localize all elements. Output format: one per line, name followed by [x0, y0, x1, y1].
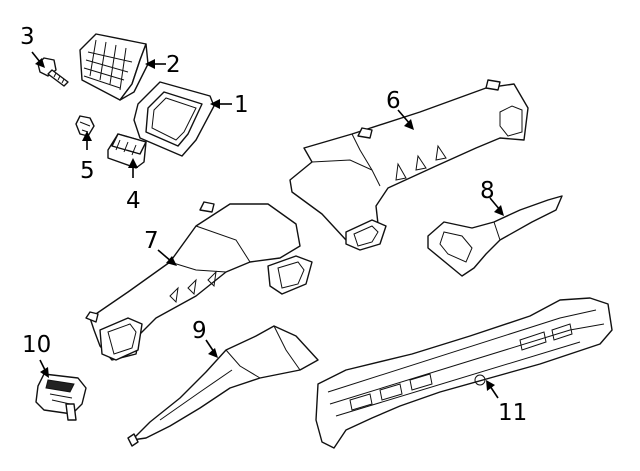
part-8-small-duct [427, 195, 563, 277]
part-7-duct [85, 201, 313, 361]
arrow-3 [35, 58, 45, 68]
arrow-8 [494, 205, 504, 216]
callout-11: 11 [498, 400, 527, 426]
arrow-4 [128, 158, 138, 168]
part-4-connector [107, 133, 147, 169]
callout-10: 10 [22, 332, 51, 358]
callout-3: 3 [20, 24, 35, 50]
arrow-5 [82, 131, 92, 141]
part-11-dash-panel [315, 297, 613, 449]
leader-lines [31, 51, 504, 399]
arrow-6 [404, 119, 414, 130]
callout-2: 2 [166, 52, 181, 78]
callout-labels: 1 2 3 4 5 6 7 8 9 10 11 [20, 24, 527, 426]
leader-11 [489, 385, 499, 399]
arrow-2 [145, 59, 155, 69]
callout-4: 4 [126, 188, 141, 214]
arrow-9 [208, 348, 218, 358]
callout-5: 5 [80, 158, 95, 184]
part-10-module [35, 373, 87, 421]
leader-3 [31, 51, 41, 63]
arrow-1 [210, 99, 220, 109]
callout-1: 1 [234, 92, 249, 118]
part-9-long-duct [127, 325, 319, 447]
callout-7: 7 [144, 228, 159, 254]
part-2-vent-grille [79, 33, 149, 101]
part-5-clip [75, 115, 95, 137]
callout-6: 6 [386, 88, 401, 114]
part-6-duct [289, 79, 529, 251]
callout-9: 9 [192, 318, 207, 344]
callout-8: 8 [480, 178, 495, 204]
arrow-10 [40, 367, 49, 378]
arrow-11 [486, 380, 495, 391]
arrow-7 [166, 256, 177, 266]
leader-6 [397, 109, 411, 125]
part-1-bezel [133, 81, 215, 157]
